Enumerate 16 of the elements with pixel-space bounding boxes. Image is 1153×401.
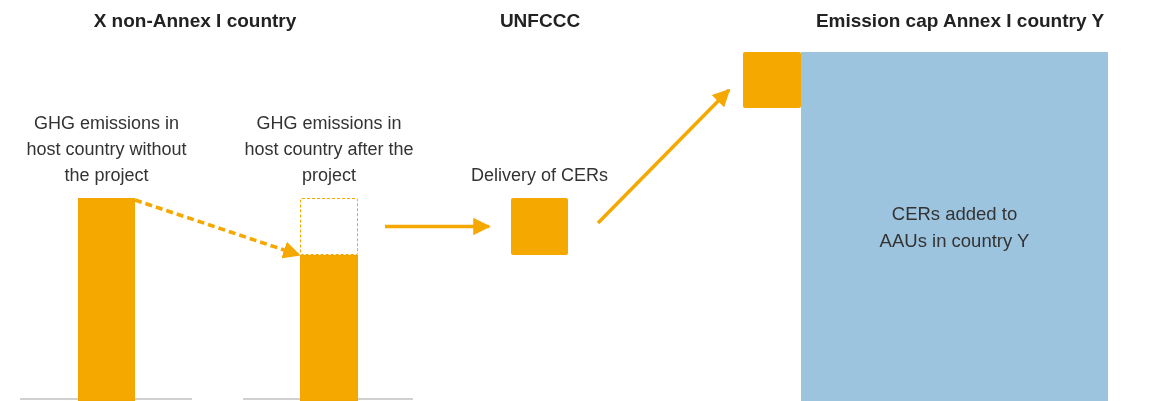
section-heading: Emission cap Annex I country Y	[815, 10, 1105, 32]
section-heading: X non-Annex I country	[93, 10, 297, 32]
cer-square	[743, 52, 801, 108]
box-text: CERs added to AAUs in country Y	[878, 201, 1031, 253]
section-heading: UNFCCC	[499, 10, 581, 32]
arrow	[596, 88, 731, 225]
dashed-box	[300, 198, 358, 255]
bar-caption: GHG emissions in host country without the project	[25, 112, 188, 187]
bar-caption: GHG emissions in host country after the project	[243, 112, 415, 187]
emission-bar	[78, 198, 135, 401]
emission-cap-box	[801, 52, 1108, 401]
arrow	[385, 217, 491, 236]
cer-square	[511, 198, 568, 255]
bar-caption: Delivery of CERs	[470, 164, 609, 187]
emission-bar	[300, 255, 358, 401]
arrow	[134, 198, 301, 259]
